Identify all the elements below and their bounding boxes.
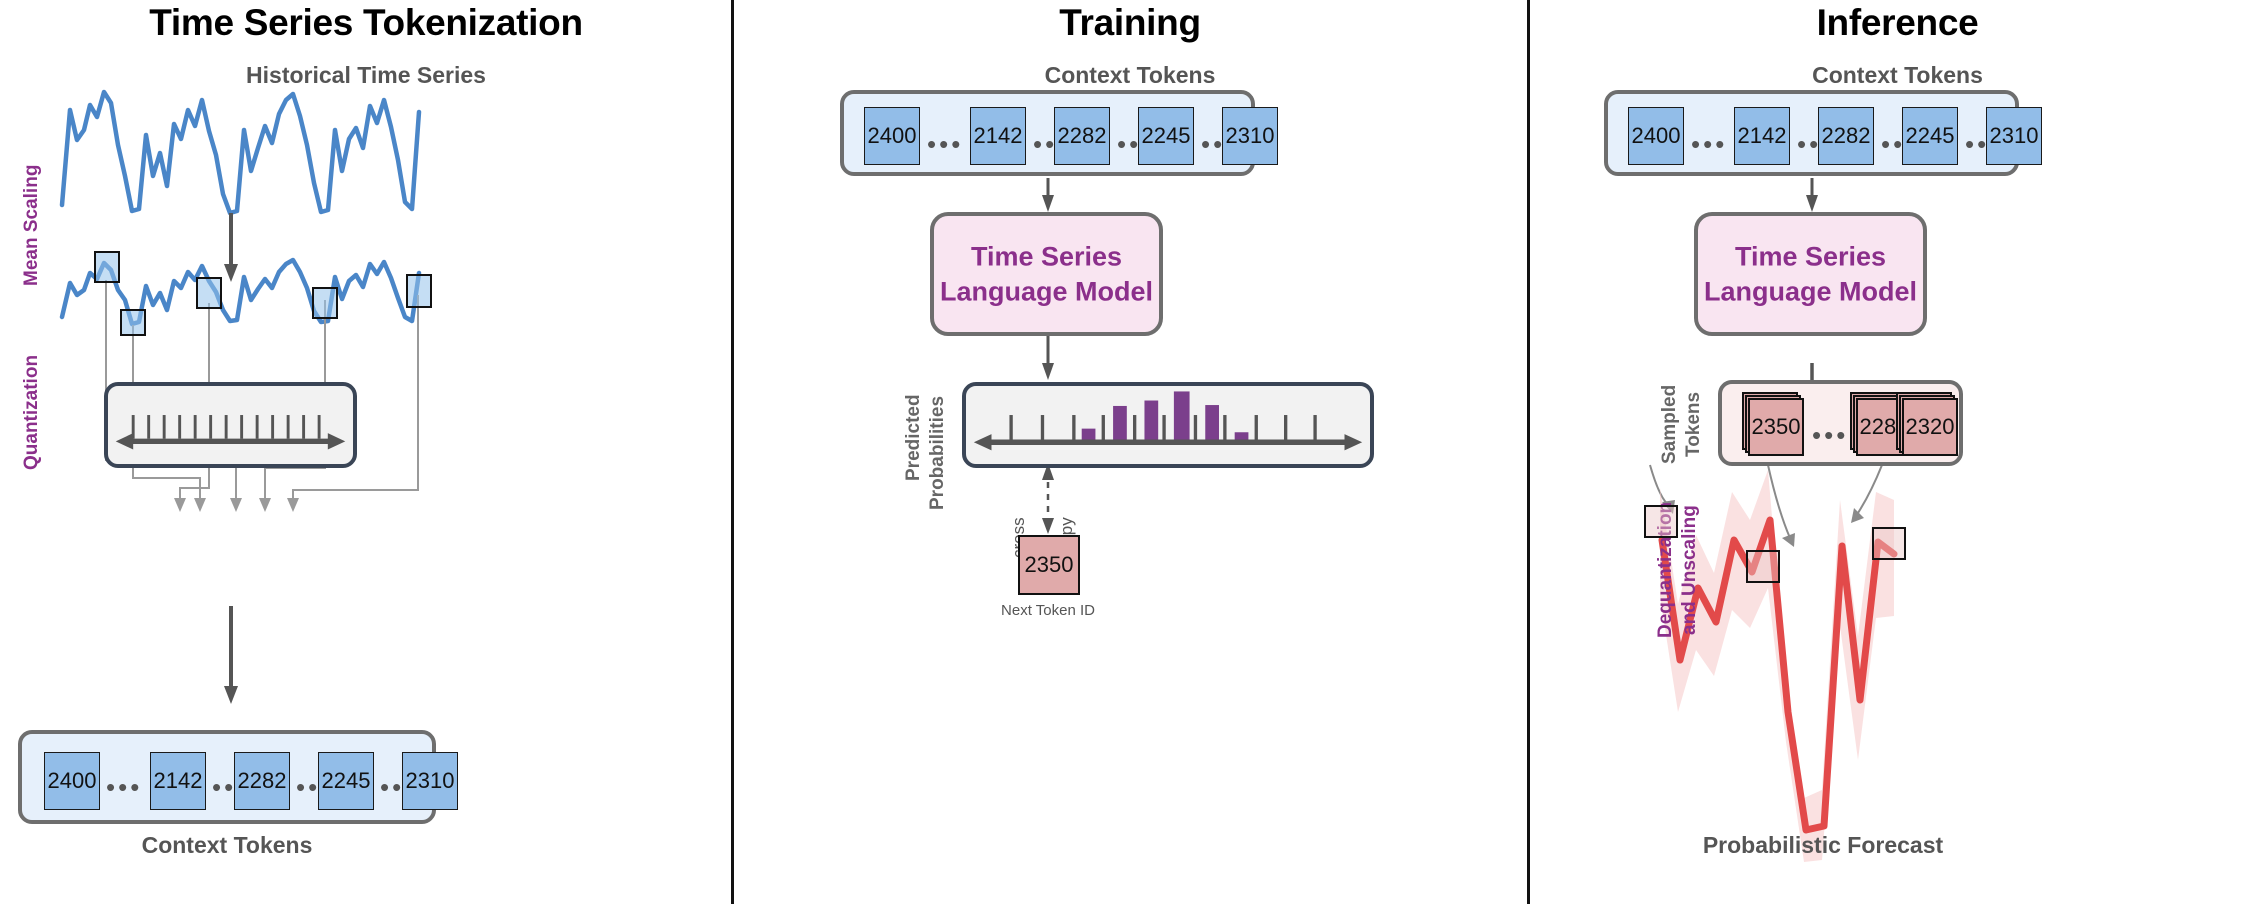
next-token-caption: Next Token ID (1001, 602, 1095, 619)
probability-bar (1144, 400, 1159, 442)
quant-axis-arrow-right (327, 433, 346, 450)
probability-bar (1173, 391, 1190, 442)
prob-axis-arrow-right (1344, 434, 1363, 451)
stage-label-mean-scaling: Mean Scaling (21, 164, 42, 286)
context-tokens-box-inference: 2400 ••• 2142 ••• 2282 ••• 2245 ••• 2310 (1604, 90, 2042, 176)
context-token[interactable]: 2142 (1734, 107, 1790, 165)
arrow-quant-to-tokens-head (224, 686, 238, 704)
context-token[interactable]: 2282 (234, 752, 290, 810)
quantization-connector-arrowheads (174, 498, 299, 512)
probability-bar (1205, 405, 1219, 442)
language-model-label-inference: Time Series Language Model (1698, 239, 1923, 308)
prob-axis-arrow-left (973, 434, 992, 451)
panel-title-tokenization: Time Series Tokenization (149, 2, 583, 43)
language-model-box-training: Time Series Language Model (930, 212, 1163, 336)
sampled-token-ellipsis: ••• (1812, 420, 1849, 450)
series-highlight-box (406, 274, 432, 308)
quantization-axis (115, 415, 346, 450)
context-token[interactable]: 2245 (1902, 107, 1958, 165)
predicted-probabilities-box (962, 382, 1374, 468)
predicted-probabilities-label-line2: Probabilities (927, 395, 948, 511)
context-token[interactable]: 2400 (1628, 107, 1684, 165)
sampled-token[interactable]: 2350 (1748, 398, 1804, 456)
stage-label-quantization: Quantization (21, 354, 42, 471)
panel-divider-1 (731, 0, 734, 904)
context-token[interactable]: 2245 (1138, 107, 1194, 165)
series-highlight-box (312, 287, 338, 319)
language-model-label: Time Series Language Model (934, 239, 1159, 308)
arrow-tokens-to-model-inf-head (1806, 195, 1818, 212)
sampled-tokens-label-line2: Tokens (1683, 391, 1704, 457)
token-ellipsis: ••• (106, 772, 143, 802)
panel-inference: Inference Context Tokens 2400 ••• 2142 •… (1528, 0, 2267, 904)
historical-series-label: Historical Time Series (246, 62, 486, 88)
series-highlight-box (94, 251, 120, 283)
context-tokens-caption-training: Context Tokens (1044, 62, 1216, 88)
probability-bar (1234, 432, 1249, 442)
language-model-box-inference: Time Series Language Model (1694, 212, 1927, 336)
series-highlight-box (196, 277, 222, 309)
predicted-probabilities-label-line1: Predicted (903, 394, 924, 482)
predicted-probabilities-label: Predicted (903, 378, 925, 498)
probability-bar (1081, 428, 1096, 442)
model-label-line2: Language Model (1703, 276, 1917, 306)
model-label-line2: Language Model (939, 276, 1153, 306)
quantization-box (104, 382, 357, 468)
forecast-highlight-box (1872, 527, 1906, 560)
context-token[interactable]: 2400 (44, 752, 100, 810)
context-token[interactable]: 2310 (402, 752, 458, 810)
context-token[interactable]: 2282 (1054, 107, 1110, 165)
series-highlight-box (120, 309, 146, 336)
sampled-tokens-label-1: Sampled (1659, 378, 1681, 470)
probability-bars (1081, 391, 1249, 442)
panel-divider-2 (1527, 0, 1530, 904)
predicted-probabilities-histogram (973, 391, 1363, 451)
context-token[interactable]: 2245 (318, 752, 374, 810)
forecast-highlight-box (1644, 505, 1678, 538)
model-label-line1: Time Series (970, 241, 1123, 272)
token-ellipsis: ••• (1691, 129, 1728, 159)
quantization-bin-tick-marks (131, 415, 321, 439)
context-token[interactable]: 2142 (970, 107, 1026, 165)
model-label-line1: Time Series (1734, 241, 1887, 272)
panel-title-training: Training (1059, 2, 1201, 43)
arrow-model-to-probs-head (1042, 363, 1054, 380)
probability-bar (1113, 405, 1127, 442)
probability-bin-ticks (1009, 415, 1317, 441)
context-tokens-caption-inference: Context Tokens (1812, 62, 1983, 88)
panel-title-inference: Inference (1816, 2, 1979, 43)
dequantization-label-line2: and Unscaling (1679, 505, 1700, 635)
arrow-historical-to-scaled-head (224, 264, 238, 282)
historical-series-line (59, 89, 422, 216)
context-token[interactable]: 2310 (1986, 107, 2042, 165)
probabilistic-forecast-caption: Probabilistic Forecast (1702, 832, 1944, 858)
forecast-highlight-box (1746, 550, 1780, 583)
context-tokens-box-training: 2400 ••• 2142 ••• 2282 ••• 2245 ••• 2310 (840, 90, 1278, 176)
panel-tokenization: Time Series Tokenization Historical Time… (0, 0, 732, 904)
context-tokens-box-tokenization: 2400 ••• 2142 ••• 2282 ••• 2245 ••• 2310 (18, 730, 458, 824)
token-ellipsis: ••• (927, 129, 964, 159)
context-tokens-caption-tokenization: Context Tokens (141, 832, 313, 858)
panel-training: Training Context Tokens 2400 ••• 2142 ••… (732, 0, 1528, 904)
sampled-token[interactable]: 2320 (1902, 398, 1958, 456)
sampled-tokens-box: 2350 ••• 2283 ••• 2320 (1718, 380, 1963, 466)
context-token[interactable]: 2142 (150, 752, 206, 810)
next-token-box[interactable]: 2350 (1018, 535, 1080, 595)
context-token[interactable]: 2282 (1818, 107, 1874, 165)
context-token[interactable]: 2310 (1222, 107, 1278, 165)
sampled-tokens-label-2: Tokens (1683, 378, 1705, 470)
loss-arrow-head-down (1042, 518, 1054, 534)
arrow-tokens-to-model-head (1042, 195, 1054, 212)
predicted-probabilities-label-2: Probabilities (927, 378, 949, 528)
quant-axis-arrow-left (115, 433, 134, 450)
context-token[interactable]: 2400 (864, 107, 920, 165)
sampled-tokens-label-line1: Sampled (1659, 384, 1680, 464)
